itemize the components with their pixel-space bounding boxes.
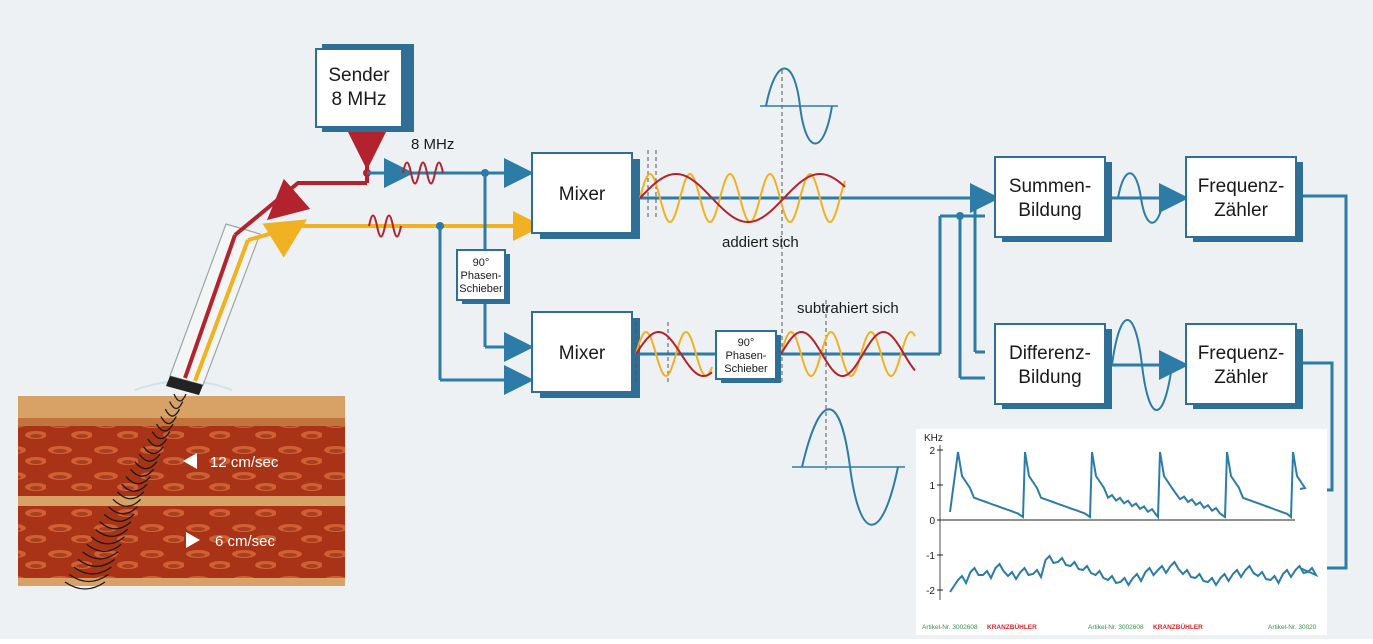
diff-sine-icon: [792, 408, 905, 526]
ultrasound-arc: [116, 491, 145, 500]
counter-bottom: Frequenz- Zähler: [1185, 323, 1303, 409]
sender-title: Sender: [328, 65, 390, 86]
sum-box: Summen- Bildung: [994, 156, 1112, 242]
diff-box: Differenz- Bildung: [994, 323, 1112, 409]
mixed-waves-bottom-1: [635, 330, 713, 378]
ultrasound-arc: [160, 416, 177, 425]
ultrasound-arc: [108, 506, 138, 515]
mixed-waves-bottom-2: [780, 330, 916, 378]
received-wave: [635, 330, 713, 378]
subtracts-label: subtrahiert sich: [797, 300, 899, 317]
ultrasound-arc: [68, 573, 109, 583]
counter-bottom-line1: Frequenz-: [1198, 343, 1285, 364]
ultrasound-arc: [73, 566, 112, 575]
diff-box-line2: Bildung: [1018, 367, 1081, 388]
ultrasound-arc: [155, 423, 174, 432]
footer-code-3: Artikel-Nr. 30020: [1268, 624, 1317, 631]
wire-junctions: [436, 169, 979, 230]
velocity-plot: KHz 2 1 0 -1 -2 Artikel-Nr. 3002608 KRANZBÜH…: [916, 429, 1327, 635]
ultrasound-arc: [99, 521, 132, 530]
frequency-label: 8 MHz: [411, 136, 454, 153]
phase-shifter-2-line3: Schieber: [724, 363, 768, 375]
plot-tick-label: 0: [929, 516, 935, 527]
ultrasound-waves: [64, 393, 187, 590]
ultrasound-arc: [121, 483, 148, 492]
phase-shifter-2-degree: 90°: [738, 337, 755, 349]
ultrasound-arc: [77, 558, 116, 568]
phase-shifter-1: 90° Phasen- Schieber: [456, 249, 510, 304]
sum-box-line2: Bildung: [1018, 200, 1081, 221]
ultrasound-arc: [129, 468, 155, 477]
phase-shifter-2: 90° Phasen- Schieber: [715, 330, 781, 383]
ultrasound-arc: [95, 528, 129, 538]
ultrasound-arc: [173, 393, 187, 402]
mixer-bottom: Mixer: [531, 311, 640, 398]
flow-left-arrow-icon: [183, 453, 197, 469]
sum-output-sine-icon: [1117, 172, 1165, 224]
phase-shifter-2-line2: Phasen-: [726, 350, 767, 362]
flow-right-arrow-icon: [186, 532, 200, 548]
ultrasound-arc: [138, 453, 161, 462]
phase-shifter-1-line2: Phasen-: [461, 270, 502, 282]
ultrasound-arc: [112, 498, 142, 507]
ultrasound-arc: [147, 438, 168, 447]
mixer-bottom-label: Mixer: [559, 343, 606, 364]
footer-code-2: Artikel-Nr. 3002608: [1088, 624, 1144, 631]
plot-unit-label: KHz: [924, 433, 943, 444]
emitted-wave: [635, 331, 713, 377]
counter-top: Frequenz- Zähler: [1185, 156, 1303, 242]
sender-frequency: 8 MHz: [332, 89, 387, 110]
adds-label: addiert sich: [722, 234, 799, 251]
burst-icon: [402, 161, 444, 185]
plot-tick-label: -2: [926, 586, 935, 597]
mixed-waves-top: [639, 172, 846, 224]
receive-signal: [247, 214, 530, 258]
ultrasound-arc: [90, 536, 125, 545]
ultrasound-arc: [134, 461, 158, 470]
footer-brand-1: KRANZBÜHLER: [987, 622, 1037, 631]
footer-code-1: Artikel-Nr. 3002608: [922, 624, 978, 631]
counter-top-line1: Frequenz-: [1198, 176, 1285, 197]
ultrasound-arc: [125, 476, 151, 485]
sum-sine-icon: [760, 67, 838, 145]
ultrasound-arc: [82, 551, 119, 560]
plot-tick-label: 2: [929, 446, 935, 457]
ultrasound-arc: [169, 401, 184, 410]
ultrasound-arc: [142, 446, 164, 455]
vessel-fast-label: 12 cm/sec: [210, 454, 279, 471]
ultrasound-arc: [86, 543, 122, 553]
ultrasound-arc: [164, 408, 181, 417]
plot-tick-label: 1: [929, 481, 935, 492]
phase-shifter-1-degree: 90°: [473, 257, 490, 269]
ultrasound-arc: [64, 581, 106, 590]
phase-shifter-1-line3: Schieber: [459, 283, 503, 295]
mixer-top-label: Mixer: [559, 184, 606, 205]
vessel-slow-label: 6 cm/sec: [215, 533, 276, 550]
footer-brand-2: KRANZBÜHLER: [1153, 622, 1203, 631]
plot-trace-forward: [949, 451, 1307, 520]
counter-bottom-line2: Zähler: [1214, 367, 1269, 388]
ultrasound-arc: [103, 513, 135, 522]
mixer-top: Mixer: [531, 152, 640, 239]
emitted-wave: [639, 172, 846, 224]
plot-tick-label: -1: [926, 551, 935, 562]
counter-top-line2: Zähler: [1214, 200, 1269, 221]
plot-trace-reverse: [949, 554, 1319, 593]
sum-box-line1: Summen-: [1009, 176, 1091, 197]
sender-box: Sender 8 MHz: [315, 44, 414, 132]
received-wave: [639, 172, 846, 224]
diff-box-line1: Differenz-: [1009, 343, 1091, 364]
tissue-block: 12 cm/sec 6 cm/sec: [18, 396, 345, 586]
diff-output-sine-icon: [1111, 319, 1173, 411]
emitted-wave: [780, 331, 916, 377]
doppler-probe: [134, 223, 261, 395]
ultrasound-arc: [151, 431, 171, 440]
